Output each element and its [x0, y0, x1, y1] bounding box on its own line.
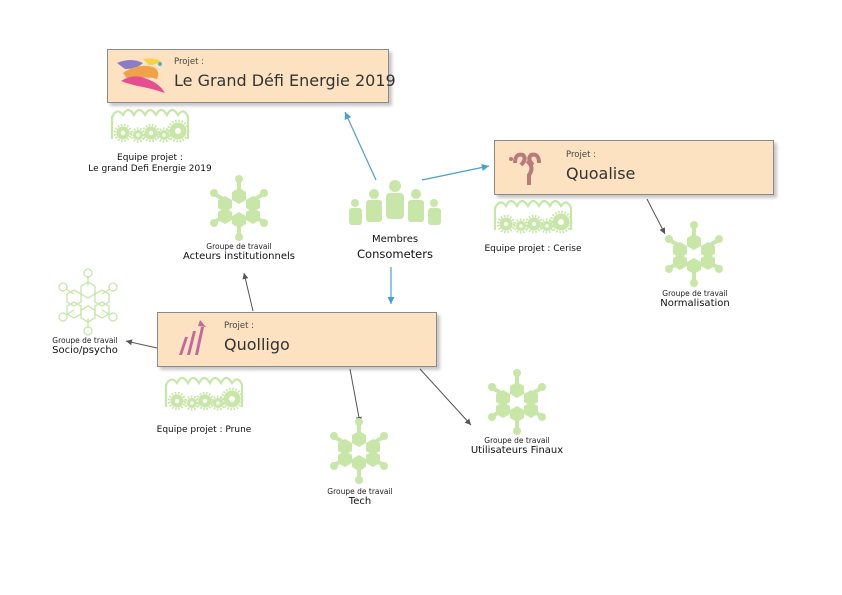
arrow-quolligo-to-tech — [349, 368, 362, 424]
network-hub-icon — [486, 367, 548, 437]
arrow-members-to-grand-defi — [344, 111, 377, 181]
group-label-utilisateurs: Groupe de travail Utilisateurs Finaux — [452, 436, 582, 458]
arrow-quoalise-to-normalisation — [646, 198, 666, 235]
group-name: Normalisation — [660, 298, 730, 310]
group-label-acteurs: Groupe de travail Acteurs institutionnel… — [159, 242, 319, 264]
quoalise-logo — [509, 152, 541, 185]
group-kicker: Groupe de travail — [206, 242, 272, 251]
network-hub-icon — [328, 416, 390, 486]
quolligo-logo — [179, 320, 206, 355]
members-label: Membres Consometers — [335, 234, 455, 261]
team-line1: Equipe projet : — [117, 153, 183, 163]
group-kicker: Groupe de travail — [52, 336, 118, 345]
group-kicker: Groupe de travail — [662, 289, 728, 298]
members-line2: Consometers — [357, 246, 433, 261]
team-gears-icon — [493, 199, 573, 234]
arrow-quolligo-to-socio — [125, 339, 158, 349]
project-kicker: Projet : — [174, 57, 204, 67]
arrow-quolligo-to-acteurs — [242, 272, 254, 312]
project-box-grand-defi[interactable]: Projet : Le Grand Défi Energie 2019 — [107, 49, 396, 103]
team-label-prune: Equipe projet : Prune — [134, 425, 274, 436]
group-label-socio: Groupe de travail Socio/psycho — [30, 336, 140, 358]
team-label-grand-defi: Equipe projet : Le grand Defi Energie 20… — [60, 153, 240, 176]
group-kicker: Groupe de travail — [484, 436, 550, 445]
group-label-normalisation: Groupe de travail Normalisation — [630, 289, 760, 311]
project-box-quoalise[interactable]: Projet : Quoalise — [494, 140, 774, 195]
team-line1: Equipe projet : Cerise — [484, 244, 582, 254]
group-name: Acteurs institutionnels — [183, 251, 295, 263]
members-line1: Membres — [371, 234, 419, 245]
team-gears-icon — [164, 376, 244, 411]
team-label-cerise: Equipe projet : Cerise — [463, 244, 603, 255]
network-hub-icon — [208, 173, 270, 243]
group-kicker: Groupe de travail — [327, 487, 393, 496]
project-kicker: Projet : — [224, 321, 254, 331]
project-box-quolligo[interactable]: Projet : Quolligo — [157, 312, 437, 367]
team-line2: Le grand Defi Energie 2019 — [88, 164, 212, 175]
people-group-icon — [349, 180, 441, 225]
team-line1: Equipe projet : Prune — [156, 425, 252, 435]
network-hub-icon — [663, 219, 725, 289]
team-gears-icon — [110, 108, 190, 143]
group-name: Utilisateurs Finaux — [470, 445, 564, 457]
group-label-tech: Groupe de travail Tech — [300, 487, 420, 509]
arrow-members-to-quoalise — [421, 163, 490, 181]
group-name: Socio/psycho — [52, 345, 118, 357]
project-title: Quoalise — [566, 164, 636, 183]
group-name: Tech — [348, 496, 372, 508]
arrow-quolligo-to-utilisateurs — [419, 368, 472, 426]
project-title: Quolligo — [224, 335, 290, 354]
project-title: Le Grand Défi Energie 2019 — [174, 71, 396, 90]
network-hub-outline-icon — [58, 268, 118, 336]
grand-defi-logo — [117, 58, 165, 93]
project-kicker: Projet : — [566, 150, 596, 160]
